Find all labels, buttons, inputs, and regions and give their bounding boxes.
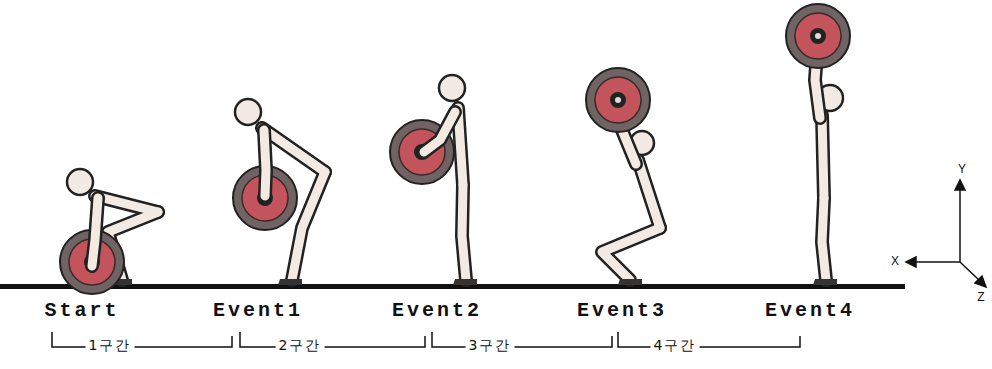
event-label: Start <box>44 300 119 322</box>
athlete-event3 <box>586 68 660 285</box>
axis-label: Z <box>977 291 984 304</box>
athlete-event1 <box>233 99 325 285</box>
phase-label: 2구간 <box>276 338 325 353</box>
athlete-event2 <box>390 75 477 285</box>
athlete-start <box>60 169 158 294</box>
phase-label: 1구간 <box>86 338 135 353</box>
event-label: Event1 <box>213 300 303 322</box>
event-label: Event4 <box>765 300 855 322</box>
phase-label: 4구간 <box>651 338 700 353</box>
event-label: Event2 <box>392 300 482 322</box>
ground-line <box>0 284 905 289</box>
event-label: Event3 <box>577 300 667 322</box>
axis-label: Y <box>958 163 966 176</box>
axis-symbol <box>906 180 986 287</box>
phase-label: 3구간 <box>466 338 515 353</box>
athlete-event4 <box>786 4 850 285</box>
axis-label: X <box>891 255 899 268</box>
